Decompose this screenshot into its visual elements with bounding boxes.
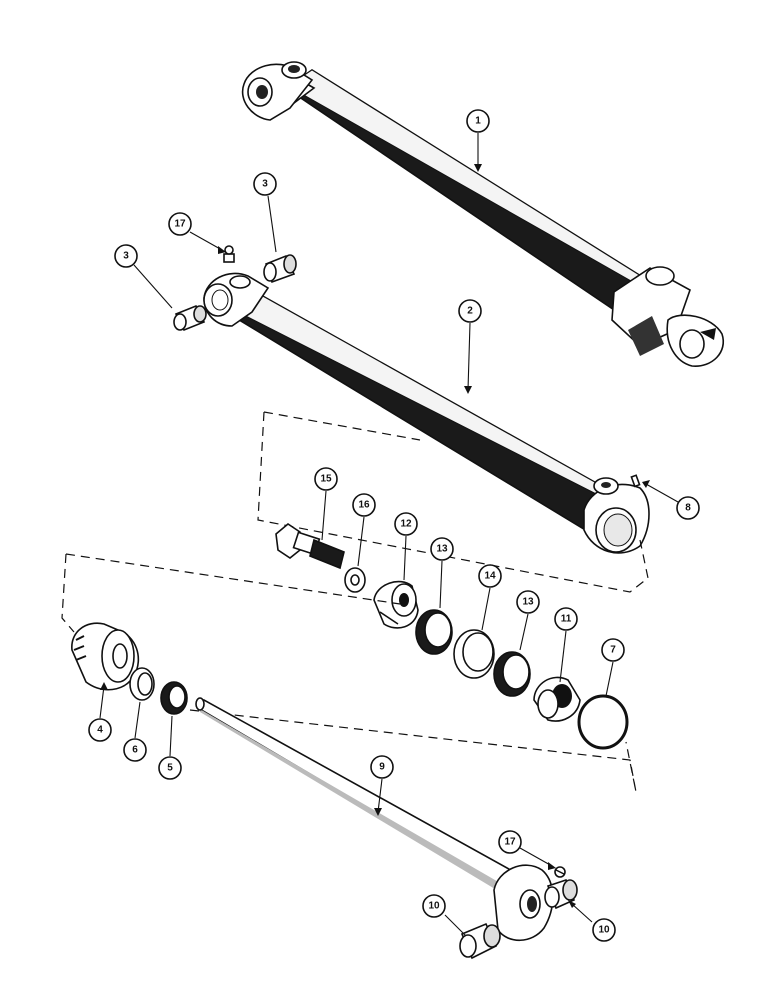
seal-13-right [493, 651, 531, 697]
leader-11 [559, 630, 567, 683]
callout-6-label: 6 [132, 745, 138, 756]
bushing-3-right [263, 254, 297, 284]
grease-fitting-17-bottom [554, 866, 566, 878]
callout-4: 4 [88, 718, 112, 742]
leader-17-top [189, 231, 223, 251]
callout-17-top-label: 17 [174, 219, 186, 230]
callout-3-right: 3 [253, 172, 277, 196]
callout-7: 7 [601, 638, 625, 662]
callout-13-left-label: 13 [436, 544, 448, 555]
callout-1-label: 1 [475, 116, 481, 127]
callout-16: 16 [352, 493, 376, 517]
o-ring-7 [577, 694, 629, 750]
callouts: 1 2 3 3 17 15 16 12 13 14 13 11 7 8 4 6 … [88, 109, 700, 942]
leader-2 [467, 322, 471, 391]
callout-11: 11 [554, 607, 578, 631]
callout-2: 2 [458, 299, 482, 323]
leader-3-left [133, 264, 173, 309]
rod-seal-5 [160, 681, 188, 715]
dashed-group-outline-2 [61, 553, 75, 633]
dashed-group-outline-2-bottom [189, 709, 637, 793]
leader-12 [403, 535, 407, 581]
callout-10-right: 10 [592, 918, 616, 942]
callout-17-bottom: 17 [498, 830, 522, 854]
leader-10-right [571, 903, 593, 923]
leader-6 [134, 701, 141, 739]
callout-3-left-label: 3 [123, 251, 129, 262]
callout-9: 9 [370, 755, 394, 779]
dashed-group-outline-2-top [65, 553, 401, 605]
leader-16 [357, 516, 365, 567]
bushing-3-left [173, 304, 207, 332]
callout-3-right-label: 3 [262, 179, 268, 190]
callout-10-right-label: 10 [598, 925, 610, 936]
wear-ring-14 [453, 629, 495, 679]
callout-13-right-label: 13 [522, 597, 534, 608]
callout-17-top: 17 [168, 212, 192, 236]
leader-lines [99, 133, 679, 937]
dashed-group-outline-1-top [263, 411, 421, 441]
callout-8: 8 [676, 496, 700, 520]
leader-8 [645, 483, 679, 503]
callout-6: 6 [123, 738, 147, 762]
cylinder-assembly-1 [241, 61, 725, 367]
callout-2-label: 2 [467, 306, 473, 317]
cylinder-barrel-2 [203, 272, 650, 554]
piston-rod-9 [195, 697, 554, 942]
leader-10-left [444, 914, 467, 937]
bushing-10-right [544, 879, 578, 910]
leader-14 [481, 587, 491, 631]
bushing-10-left [459, 922, 501, 960]
leader-4 [99, 685, 105, 719]
callout-1: 1 [466, 109, 490, 133]
piston-bolt-15 [275, 523, 345, 570]
gland-4 [71, 622, 140, 691]
callout-3-left: 3 [114, 244, 138, 268]
piston-12 [373, 580, 419, 629]
callout-14-label: 14 [484, 571, 496, 582]
callout-10-left: 10 [422, 894, 446, 918]
leader-7 [605, 661, 614, 697]
callout-7-label: 7 [610, 645, 616, 656]
callout-8-label: 8 [685, 503, 691, 514]
callout-12: 12 [394, 512, 418, 536]
leader-13-left [439, 560, 443, 609]
callout-17-bottom-label: 17 [504, 837, 516, 848]
callout-15-label: 15 [320, 474, 332, 485]
leader-9 [377, 778, 383, 813]
callout-4-label: 4 [97, 725, 103, 736]
callout-5: 5 [158, 756, 182, 780]
nut-11 [533, 676, 581, 722]
callout-10-left-label: 10 [428, 901, 440, 912]
backup-ring-6 [129, 667, 155, 701]
grease-fitting-17-top [223, 245, 235, 263]
leader-17-bottom [519, 847, 553, 867]
callout-5-label: 5 [167, 763, 173, 774]
washer-16 [344, 567, 366, 593]
callout-11-label: 11 [561, 614, 572, 625]
seal-13-left [415, 609, 453, 655]
leader-13-right [519, 613, 529, 651]
dashed-group-outline-1 [257, 411, 649, 593]
callout-15: 15 [314, 467, 338, 491]
callout-14: 14 [478, 564, 502, 588]
callout-9-label: 9 [379, 762, 385, 773]
leader-5 [169, 715, 173, 757]
leader-15 [321, 490, 327, 541]
set-screw-8 [630, 474, 641, 488]
callout-13-right: 13 [516, 590, 540, 614]
leader-3-right [267, 195, 277, 253]
callout-16-label: 16 [358, 500, 370, 511]
callout-13-left: 13 [430, 537, 454, 561]
callout-12-label: 12 [400, 519, 412, 530]
